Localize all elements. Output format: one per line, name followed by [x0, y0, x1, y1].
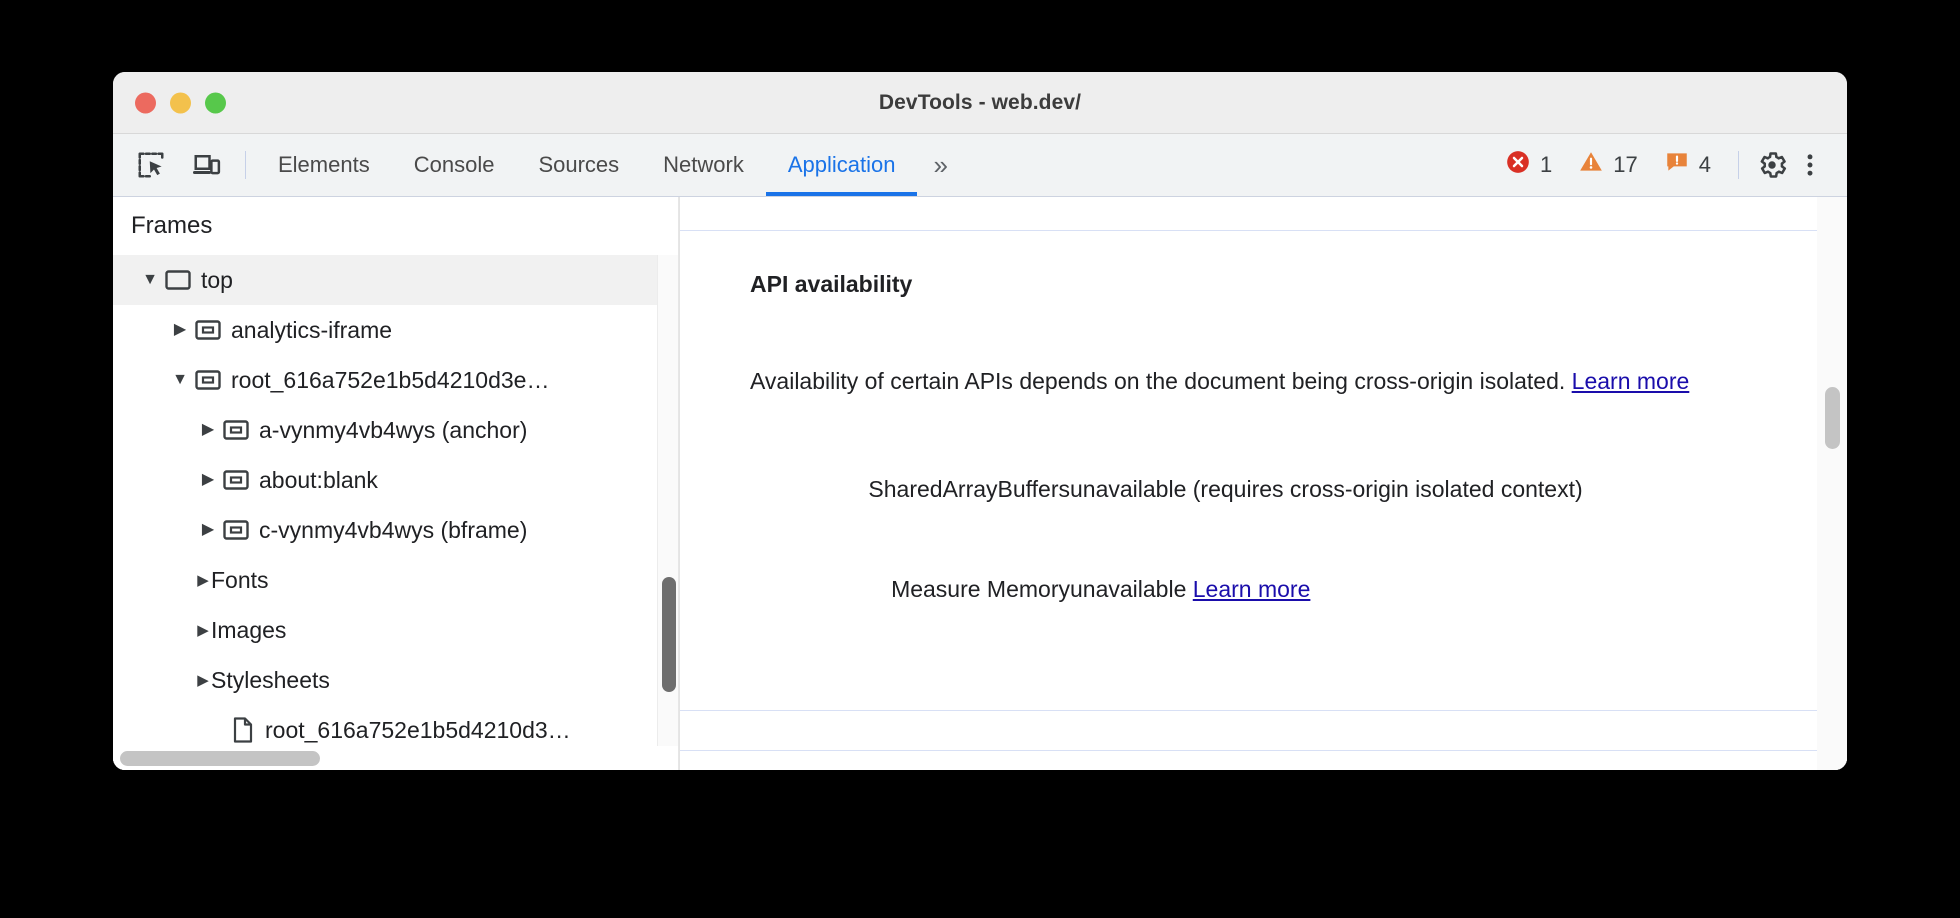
tree-item-label: root_616a752e1b5d4210d3…	[265, 716, 571, 743]
warning-count: 17	[1613, 152, 1638, 177]
sidebar-horizontal-scrollbar[interactable]	[113, 746, 678, 770]
document-icon	[231, 717, 255, 743]
toolbar-status-area: 1 17	[1492, 134, 1847, 196]
tree-item-a-vynmy4vb4wys[interactable]: ▶ a-vynmy4vb4wys (anchor)	[113, 405, 678, 455]
api-availability-description: Availability of certain APIs depends on …	[750, 346, 1730, 416]
tree-item-label: analytics-iframe	[231, 316, 393, 343]
tree-item-label: c-vynmy4vb4wys (bframe)	[259, 516, 528, 543]
kebab-menu-icon[interactable]	[1791, 146, 1829, 184]
inspect-element-icon[interactable]	[123, 134, 179, 196]
chevron-right-icon[interactable]: ▶	[197, 622, 209, 639]
panel-section-above	[680, 197, 1817, 231]
chevron-right-icon[interactable]: ▶	[201, 421, 215, 438]
sidebar-header: Frames	[131, 212, 213, 239]
api-name: Measure Memory	[891, 576, 1070, 602]
api-status-text: unavailable (requires cross-origin isola…	[1070, 476, 1583, 502]
device-toolbar-icon[interactable]	[179, 134, 235, 196]
application-main-panel: API availability Availability of certain…	[679, 197, 1847, 770]
description-learn-more-link[interactable]: Learn more	[1571, 368, 1690, 394]
chevron-right-icon[interactable]: ▶	[201, 521, 215, 538]
api-learn-more-link[interactable]: Learn more	[1192, 576, 1311, 602]
error-icon	[1505, 149, 1531, 181]
iframe-icon	[195, 369, 221, 391]
description-text: Availability of certain APIs depends on …	[750, 368, 1572, 394]
sidebar-horizontal-scrollbar-thumb[interactable]	[120, 751, 320, 766]
error-counter[interactable]: 1	[1492, 149, 1565, 181]
sidebar-vertical-scrollbar-thumb[interactable]	[662, 577, 676, 692]
tree-item-fonts[interactable]: ▶ Fonts	[113, 555, 678, 605]
tree-item-analytics-iframe[interactable]: ▶ analytics-iframe	[113, 305, 678, 355]
main-vertical-scrollbar-thumb[interactable]	[1825, 387, 1840, 449]
table-row: SharedArrayBuffers unavailable (requires…	[750, 454, 1760, 554]
tree-item-about-blank[interactable]: ▶ about:blank	[113, 455, 678, 505]
warning-icon	[1578, 149, 1604, 181]
tree-item-label: about:blank	[259, 466, 378, 493]
main-scroll-area: API availability Availability of certain…	[680, 197, 1817, 770]
tree-item-root-frame[interactable]: ▼ root_616a752e1b5d4210d3e…	[113, 355, 678, 405]
table-row: Measure Memory unavailable Learn more	[750, 554, 1760, 654]
tab-console[interactable]: Console	[413, 152, 495, 177]
api-availability-table: SharedArrayBuffers unavailable (requires…	[750, 454, 1760, 654]
api-availability-section: API availability Availability of certain…	[680, 231, 1817, 711]
tree-item-top[interactable]: ▼ top	[113, 255, 678, 305]
api-value: unavailable Learn more	[1070, 554, 1760, 654]
api-availability-heading: API availability	[750, 271, 913, 297]
tab-sources[interactable]: Sources	[538, 152, 620, 177]
tree-item-label: a-vynmy4vb4wys (anchor)	[259, 416, 528, 443]
devtools-body: Frames ▼ top ▶	[113, 197, 1847, 770]
toolbar-divider	[245, 151, 246, 179]
issue-icon	[1664, 149, 1690, 181]
gear-icon[interactable]	[1753, 146, 1791, 184]
close-window-button[interactable]	[135, 92, 156, 113]
tree-item-label: root_616a752e1b5d4210d3e…	[231, 366, 550, 393]
maximize-window-button[interactable]	[205, 92, 226, 113]
api-name: SharedArrayBuffers	[868, 476, 1070, 502]
chevron-right-icon[interactable]: ▶	[173, 321, 187, 338]
minimize-window-button[interactable]	[170, 92, 191, 113]
tree-item-stylesheet-file[interactable]: root_616a752e1b5d4210d3…	[113, 705, 678, 746]
tree-item-label: Images	[211, 616, 287, 643]
devtools-window: DevTools - web.dev/ Elements Console Sou…	[113, 72, 1847, 770]
chevron-right-icon[interactable]: ▶	[197, 672, 209, 689]
issue-counter[interactable]: 4	[1651, 149, 1724, 181]
toolbar-divider-right	[1738, 151, 1739, 179]
tree-item-c-vynmy4vb4wys[interactable]: ▶ c-vynmy4vb4wys (bframe)	[113, 505, 678, 555]
frames-tree: ▼ top ▶ an	[113, 255, 678, 746]
iframe-icon	[223, 519, 249, 541]
tree-item-images[interactable]: ▶ Images	[113, 605, 678, 655]
tree-item-stylesheets[interactable]: ▶ Stylesheets	[113, 655, 678, 705]
main-vertical-scrollbar[interactable]	[1817, 197, 1847, 770]
window-titlebar: DevTools - web.dev/	[113, 72, 1847, 134]
traffic-lights	[135, 92, 226, 113]
iframe-icon	[195, 319, 221, 341]
tree-item-label: top	[201, 266, 233, 293]
tree-item-label: Fonts	[211, 566, 269, 593]
chevron-right-icon[interactable]: ▶	[197, 572, 209, 589]
issue-count: 4	[1698, 152, 1711, 177]
tree-item-label: Stylesheets	[211, 666, 330, 693]
chevron-down-icon[interactable]: ▼	[142, 271, 158, 288]
frame-icon	[165, 269, 191, 291]
window-title: DevTools - web.dev/	[878, 90, 1082, 114]
api-value: unavailable (requires cross-origin isola…	[1070, 454, 1760, 554]
chevron-right-icon[interactable]: ▶	[201, 471, 215, 488]
api-status-text: unavailable	[1070, 576, 1193, 602]
more-tabs-icon[interactable]: »	[933, 149, 948, 180]
devtools-toolbar: Elements Console Sources Network Applica…	[113, 134, 1847, 197]
tab-application[interactable]: Application	[765, 134, 918, 196]
panel-section-below	[680, 711, 1817, 751]
iframe-icon	[223, 419, 249, 441]
sidebar-vertical-scrollbar[interactable]	[657, 255, 678, 746]
tab-network[interactable]: Network	[663, 152, 744, 177]
error-count: 1	[1540, 152, 1553, 177]
iframe-icon	[223, 469, 249, 491]
frames-sidebar: Frames ▼ top ▶	[113, 197, 679, 770]
warning-counter[interactable]: 17	[1565, 149, 1650, 181]
chevron-down-icon[interactable]: ▼	[172, 371, 188, 388]
tab-elements[interactable]: Elements	[278, 152, 370, 177]
